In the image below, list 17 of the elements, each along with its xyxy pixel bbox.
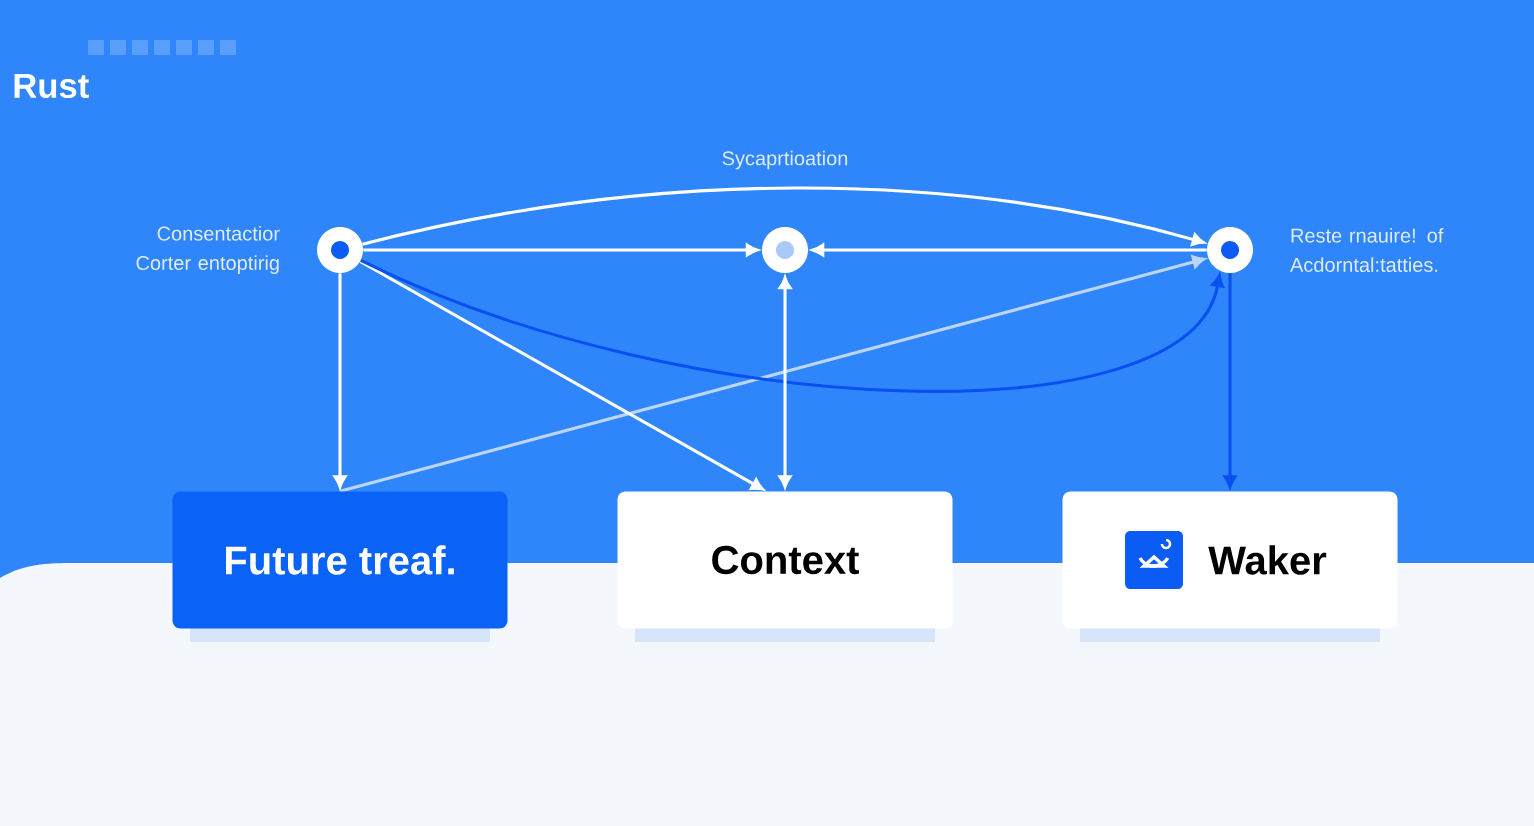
arrow bbox=[363, 243, 759, 257]
arrow bbox=[811, 243, 1207, 257]
arrow bbox=[333, 273, 347, 488]
arrow bbox=[339, 255, 1205, 493]
diagram-label: Sycaprtioation bbox=[722, 150, 848, 170]
label-box: Context bbox=[617, 491, 953, 629]
node-caption: Reste rnauire! of Acdorntal:tatties. bbox=[1290, 228, 1444, 272]
circle-marker bbox=[1207, 227, 1253, 273]
node-caption: Consentactior Corter entoptirig bbox=[136, 226, 280, 274]
arrow bbox=[360, 259, 1224, 393]
title: Rust bbox=[14, 73, 89, 99]
label-box: Future treaf. bbox=[172, 491, 508, 629]
label-box: Waker bbox=[1062, 491, 1398, 629]
arrow bbox=[359, 260, 764, 491]
arrow bbox=[778, 276, 792, 488]
arrow bbox=[1223, 273, 1237, 488]
circle-marker bbox=[317, 227, 363, 273]
